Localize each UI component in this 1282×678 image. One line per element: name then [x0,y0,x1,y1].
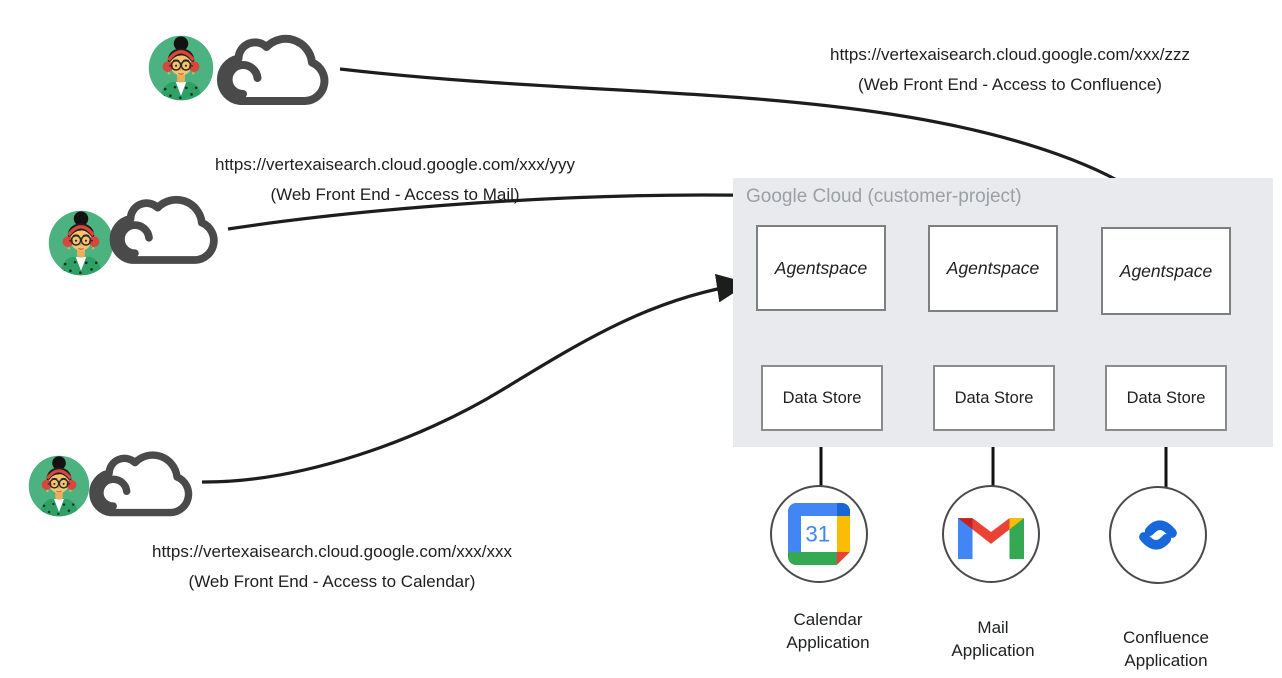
request-url: https://vertexaisearch.cloud.google.com/… [152,542,512,561]
calendar-app-circle: 31 [770,485,868,583]
request-note: (Web Front End - Access to Mail) [270,185,520,204]
agentspace-box-calendar: Agentspace [756,225,886,311]
gmail-icon [958,518,1024,560]
calendar-app-label: Calendar Application [786,610,870,652]
datastore-box-mail: Data Store [933,365,1055,431]
user-avatar-1 [148,35,214,101]
request-mail: https://vertexaisearch.cloud.google.com/… [163,150,627,210]
request-note: (Web Front End - Access to Confluence) [858,75,1162,94]
arrow-user3-to-agentspace-calendar [201,273,749,484]
request-confluence: https://vertexaisearch.cloud.google.com/… [778,40,1242,100]
confluence-app-label: Confluence Application [1122,628,1209,670]
confluence-app-circle [1109,486,1207,584]
mail-app-label: Mail Application [951,618,1035,660]
confluence-icon [1139,520,1177,550]
google-cloud-label: Google Cloud (customer-project) [746,186,1022,207]
request-url: https://vertexaisearch.cloud.google.com/… [830,45,1190,64]
datastore-box-calendar: Data Store [761,365,883,431]
request-note: (Web Front End - Access to Calendar) [188,572,476,591]
cloud-icon-3 [80,443,202,523]
mail-app-circle [942,485,1040,583]
google-calendar-icon: 31 [788,503,850,565]
agentspace-box-confluence: Agentspace [1101,227,1231,315]
request-url: https://vertexaisearch.cloud.google.com/… [215,155,575,174]
cloud-icon-2 [100,186,228,272]
calendar-day-number: 31 [805,521,830,546]
request-calendar: https://vertexaisearch.cloud.google.com/… [100,537,564,597]
datastore-box-confluence: Data Store [1105,365,1227,431]
agentspace-box-mail: Agentspace [928,225,1058,312]
cloud-icon-1 [206,26,340,112]
